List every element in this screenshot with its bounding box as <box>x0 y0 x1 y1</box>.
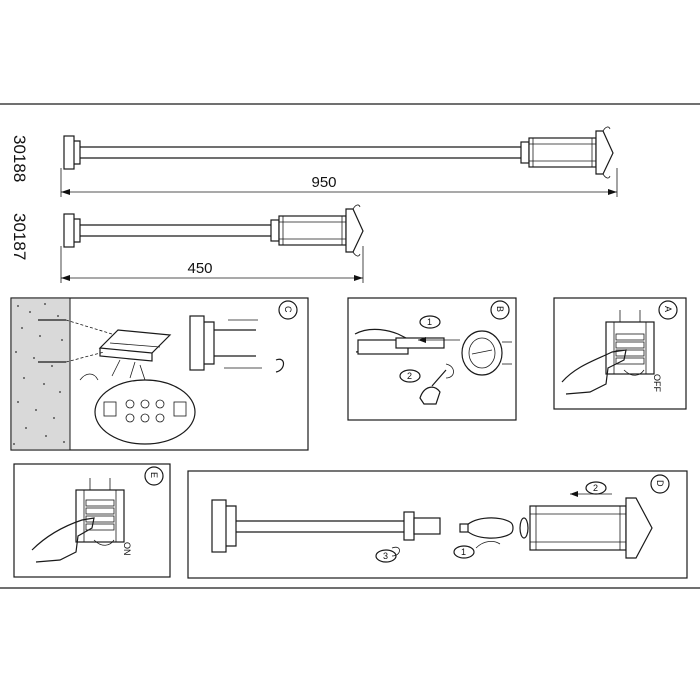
panel-e-switch-text: ON <box>122 542 132 556</box>
lamp-30187-drawing <box>63 204 364 257</box>
panel-a-switch-text: OFF <box>652 374 662 392</box>
dimension-line-950 <box>60 168 618 197</box>
panel-c-label: C <box>283 306 293 313</box>
panel-b-step-1: 1 <box>427 317 432 327</box>
panel-d-step-3: 3 <box>383 551 388 561</box>
panel-a-label: A <box>663 306 673 312</box>
dimension-label-950: 950 <box>311 174 336 191</box>
panel-b <box>347 297 517 421</box>
dimension-line-450 <box>60 246 364 283</box>
dimension-label-450: 450 <box>187 260 212 277</box>
panel-c <box>10 297 309 451</box>
panel-b-step-2: 2 <box>407 371 412 381</box>
panel-e <box>13 463 171 578</box>
panel-a <box>553 297 687 410</box>
model-code-30187: 30187 <box>10 213 29 260</box>
lamp-30188-drawing <box>63 126 614 179</box>
panel-e-label: E <box>149 472 159 478</box>
panel-d-label: D <box>655 480 665 487</box>
model-code-30188: 30188 <box>10 135 29 182</box>
panel-d-step-2: 2 <box>593 483 598 493</box>
panel-d <box>187 470 688 579</box>
panel-b-label: B <box>495 306 505 312</box>
panel-d-step-1: 1 <box>461 547 466 557</box>
